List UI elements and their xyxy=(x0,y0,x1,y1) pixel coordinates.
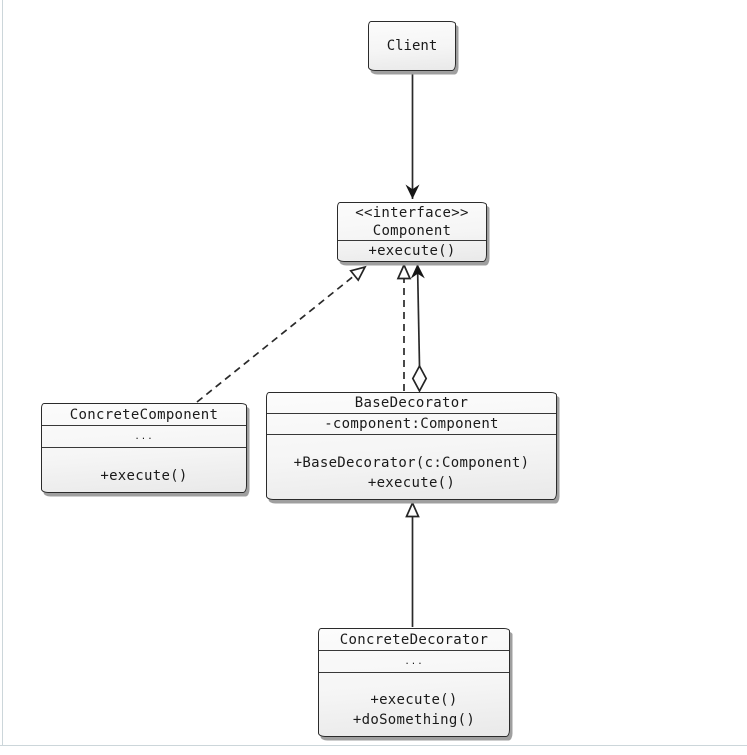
attributes-ellipsis: ... xyxy=(404,656,424,667)
edge-basedecorator-component-aggregation[interactable] xyxy=(410,263,428,393)
class-concrete-component[interactable]: ConcreteComponent ... +execute() xyxy=(41,403,247,493)
class-base-decorator-attributes: -component:Component xyxy=(267,413,556,434)
method-execute: +execute() xyxy=(367,475,456,491)
method-constructor: +BaseDecorator(c:Component) xyxy=(293,455,530,471)
class-component[interactable]: <<interface>> Component +execute() xyxy=(337,202,487,262)
method-execute: +execute() xyxy=(370,692,458,708)
class-concrete-component-methods: +execute() xyxy=(42,447,246,492)
class-concrete-decorator-attributes: ... xyxy=(319,650,509,672)
page-bottom-border xyxy=(0,745,747,746)
class-base-decorator-methods: +BaseDecorator(c:Component) +execute() xyxy=(267,434,556,499)
edge-concretecomponent-component-realization[interactable] xyxy=(196,265,367,403)
class-component-header: <<interface>> Component xyxy=(338,203,486,240)
method-execute: +execute() xyxy=(100,468,188,484)
class-component-name: Component xyxy=(372,222,452,239)
class-concrete-decorator-methods: +execute() +doSomething() xyxy=(319,672,509,736)
class-base-decorator-name: BaseDecorator xyxy=(354,395,469,411)
method-execute: +execute() xyxy=(368,243,456,259)
class-base-decorator-header: BaseDecorator xyxy=(267,393,556,413)
class-concrete-component-header: ConcreteComponent xyxy=(42,404,246,425)
class-concrete-decorator-name: ConcreteDecorator xyxy=(339,631,489,648)
class-concrete-decorator-header: ConcreteDecorator xyxy=(319,629,509,650)
class-concrete-component-name: ConcreteComponent xyxy=(69,406,219,423)
class-concrete-decorator[interactable]: ConcreteDecorator ... +execute() +doSome… xyxy=(318,628,510,737)
class-client-name: Client xyxy=(386,38,438,54)
class-component-methods: +execute() xyxy=(338,240,486,261)
stereotype-label: <<interface>> xyxy=(355,204,469,221)
method-do-something: +doSomething() xyxy=(352,712,476,728)
attributes-ellipsis: ... xyxy=(134,431,154,442)
attribute-component: -component:Component xyxy=(324,416,499,432)
aggregation-diamond xyxy=(411,364,428,393)
class-concrete-component-attributes: ... xyxy=(42,425,246,447)
page-left-border xyxy=(2,0,3,746)
class-client[interactable]: Client xyxy=(368,21,456,71)
class-base-decorator[interactable]: BaseDecorator -component:Component +Base… xyxy=(266,392,557,500)
